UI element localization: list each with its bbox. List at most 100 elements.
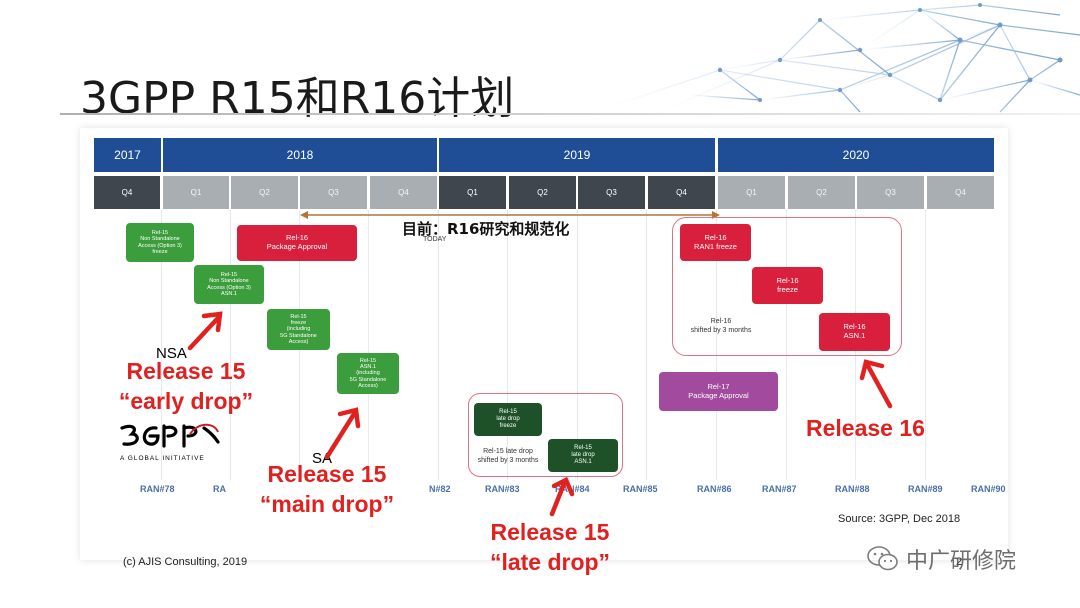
milestone-rel15-nsa-freeze: Rel-15 Non Standalone Access (Option 3) … xyxy=(126,223,194,262)
release15-early-drop-callout: Release 15 “early drop” xyxy=(96,357,276,417)
milestone-rel15-sa-freeze: Rel-15 freeze (including 5G Standalone A… xyxy=(267,309,330,350)
milestone-line: Package Approval xyxy=(266,242,328,251)
watermark-text: 中广研修院 xyxy=(906,549,1017,574)
ran-meeting-86: RAN#86 xyxy=(697,484,732,494)
watermark: 中广研修院 xyxy=(866,543,1016,575)
milestone-line: Rel-16 xyxy=(776,275,799,285)
copyright-note: (c) AJIS Consulting, 2019 xyxy=(123,556,248,568)
callout-line: “late drop” xyxy=(489,548,611,575)
ran-meeting-79-partial: RA xyxy=(213,484,226,494)
quarter-2019-q4: Q4 xyxy=(648,176,715,209)
milestone-line: Rel-15 xyxy=(151,229,169,236)
quarter-2019-q3: Q3 xyxy=(578,176,645,209)
quarter-2018-q4: Q4 xyxy=(370,176,437,209)
quarter-2020-q3: Q3 xyxy=(857,176,924,209)
milestone-rel15-late-freeze: Rel-15 late drop freeze xyxy=(474,403,542,436)
slide-title: 3GPP R15和R16计划 xyxy=(80,73,515,124)
gridline xyxy=(646,210,647,480)
source-note: Source: 3GPP, Dec 2018 xyxy=(838,513,961,525)
milestone-rel16-ran1-freeze: Rel-16 RAN1 freeze xyxy=(680,224,751,261)
milestone-rel15-sa-asn1: Rel-15 ASN.1 (including 5G Standalone Ac… xyxy=(337,353,399,394)
quarter-2018-q3: Q3 xyxy=(300,176,367,209)
year-2020: 2020 xyxy=(718,138,994,172)
rel15-late-shift-note: Rel-15 late drop shifted by 3 months xyxy=(468,448,548,466)
milestone-line: Access) xyxy=(288,338,309,345)
title-underline xyxy=(60,113,1080,115)
milestone-line: Rel-17 xyxy=(707,381,730,391)
rel16-group-frame xyxy=(672,217,902,356)
note-line: Rel-16 xyxy=(710,318,732,325)
callout-line: Release 15 xyxy=(490,519,610,545)
milestone-line: Rel-15 xyxy=(499,409,517,416)
today-label: TODAY xyxy=(423,236,447,243)
milestone-rel17-package-approval: Rel-17 Package Approval xyxy=(659,372,778,411)
milestone-line: freeze xyxy=(499,422,517,429)
note-line: shifted by 3 months xyxy=(690,326,752,334)
rel15-late-group-frame xyxy=(468,393,623,477)
quarter-2018-q1: Q1 xyxy=(163,176,229,209)
milestone-line: 5G Standalone xyxy=(349,376,387,383)
ran-meeting-90: RAN#90 xyxy=(971,484,1006,494)
release16-callout: Release 16 xyxy=(806,415,925,441)
milestone-line: late drop xyxy=(571,452,595,459)
gridline xyxy=(577,210,578,480)
gridline xyxy=(368,210,369,480)
page-number: 2 xyxy=(956,556,963,568)
ran-meeting-88: RAN#88 xyxy=(835,484,870,494)
milestone-rel16-package-approval: Rel-16 Package Approval xyxy=(237,225,357,261)
gridline xyxy=(230,210,231,480)
milestone-line: late drop xyxy=(496,416,520,423)
ran-meeting-89: RAN#89 xyxy=(908,484,943,494)
network-background-graphic xyxy=(599,3,1080,113)
note-line: Rel-15 late drop xyxy=(483,448,533,455)
quarter-2018-q2: Q2 xyxy=(231,176,298,209)
quarter-2020-q2: Q2 xyxy=(788,176,855,209)
logo-tagline: A GLOBAL INITIATIVE xyxy=(120,455,205,462)
gridline xyxy=(925,210,926,480)
milestone-line: Rel-16 xyxy=(843,322,866,332)
note-line: shifted by 3 months xyxy=(477,456,539,464)
gridline xyxy=(438,210,439,480)
quarter-2020-q1: Q1 xyxy=(718,176,785,209)
milestone-line: Rel-15 xyxy=(359,357,377,364)
gridline xyxy=(161,210,162,480)
milestone-line: ASN.1 xyxy=(843,331,866,340)
milestone-line: ASN.1 xyxy=(221,290,237,297)
year-2017: 2017 xyxy=(94,138,161,172)
milestone-line: Package Approval xyxy=(688,390,749,400)
milestone-line: Rel-16 xyxy=(285,233,309,243)
milestone-line: Rel-15 xyxy=(290,313,307,320)
current-status-label: 目前：R16研究和规范化 xyxy=(402,220,570,238)
3gpp-logo xyxy=(120,423,220,448)
milestone-line: Non Standalone xyxy=(209,278,249,285)
ran-meeting-87: RAN#87 xyxy=(762,484,797,494)
milestone-rel15-nsa-asn1: Rel-15 Non Standalone Access (Option 3) … xyxy=(194,265,264,304)
rel16-shift-note: Rel-16 shifted by 3 months xyxy=(676,318,766,336)
gridline xyxy=(716,210,717,480)
milestone-line: 5G Standalone xyxy=(280,332,317,339)
quarter-2020-q4: Q4 xyxy=(927,176,994,209)
milestone-rel16-asn1: Rel-16 ASN.1 xyxy=(819,313,890,351)
nsa-label: NSA xyxy=(156,345,187,362)
release15-main-drop-callout: Release 15 “main drop” xyxy=(232,460,422,520)
gridline xyxy=(786,210,787,480)
milestone-line: freeze xyxy=(777,284,798,294)
wechat-icon xyxy=(867,546,898,571)
milestone-line: freeze xyxy=(152,248,168,255)
year-2019: 2019 xyxy=(439,138,715,172)
milestone-line: freeze xyxy=(290,320,307,327)
ran-meeting-83: RAN#83 xyxy=(485,484,520,494)
callout-line: Release 15 xyxy=(267,461,387,487)
milestone-line: ASN.1 xyxy=(574,458,592,465)
callout-line: Release 15 xyxy=(126,358,246,384)
milestone-line: RAN1 freeze xyxy=(694,241,737,251)
year-2018: 2018 xyxy=(163,138,437,172)
ran-meeting-78: RAN#78 xyxy=(140,484,175,494)
milestone-line: (including xyxy=(286,326,311,333)
ran-meeting-85: RAN#85 xyxy=(623,484,658,494)
milestone-line: Rel-15 xyxy=(574,445,592,452)
milestone-line: ASN.1 xyxy=(360,364,376,371)
milestone-line: Access (Option 3) xyxy=(138,242,182,249)
milestone-line: Rel-16 xyxy=(704,232,727,242)
